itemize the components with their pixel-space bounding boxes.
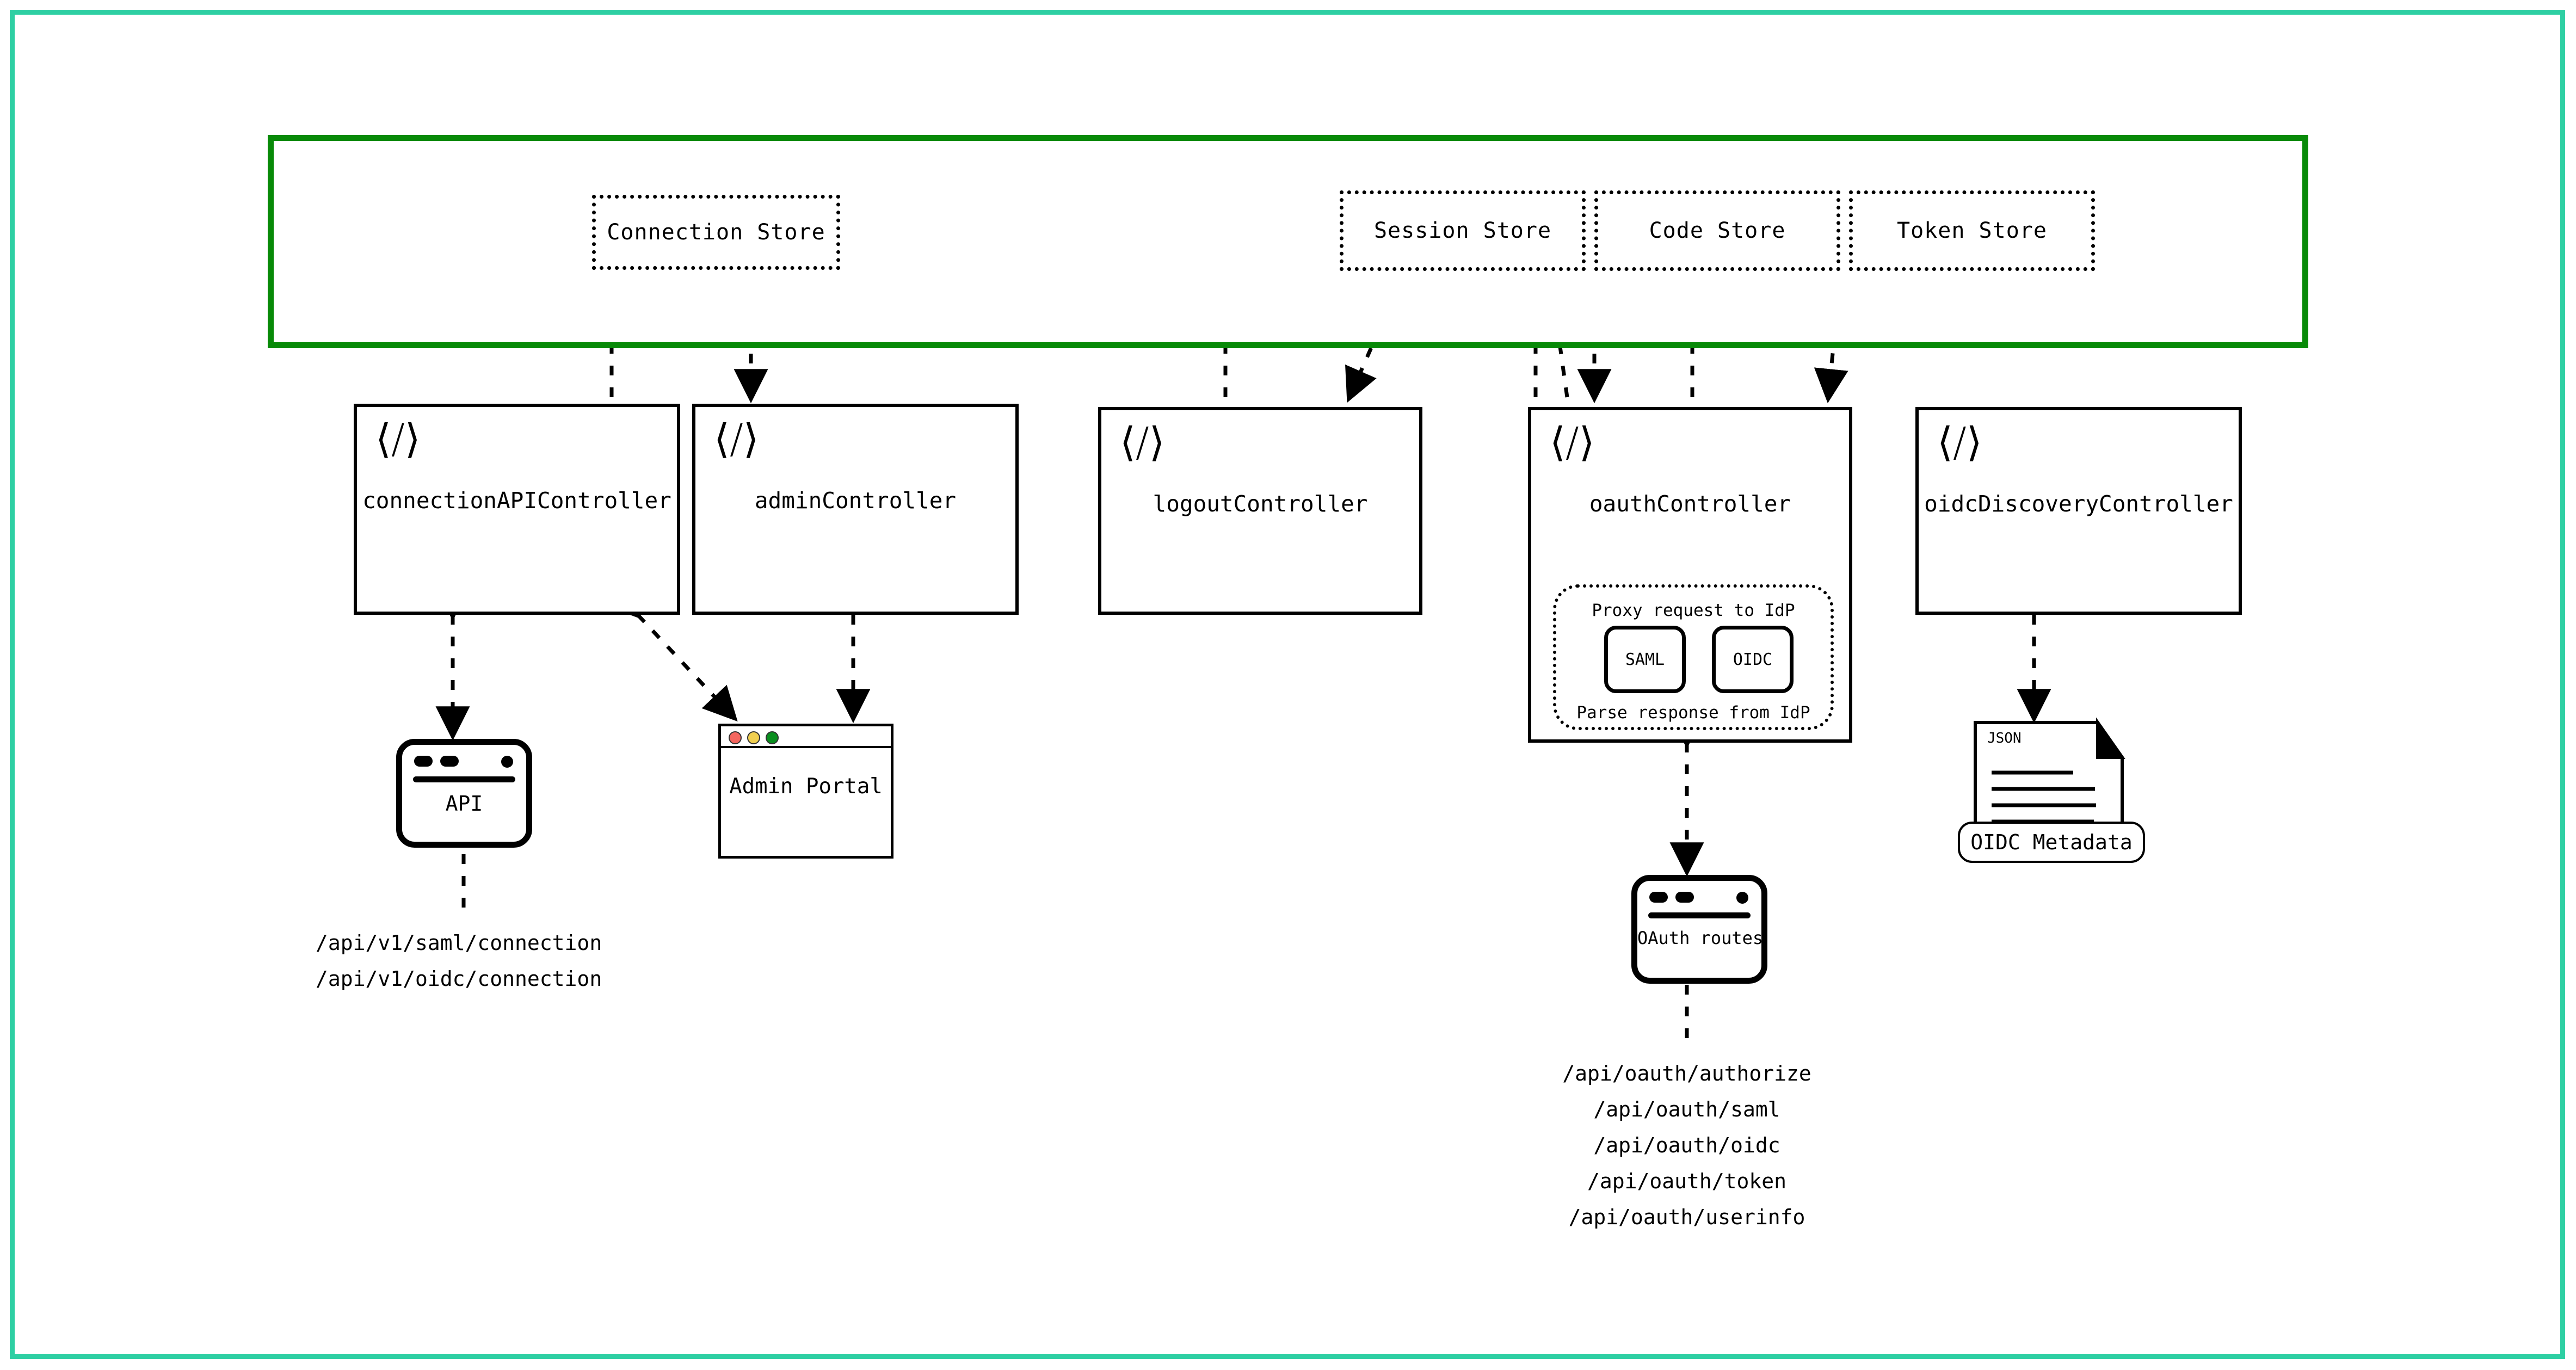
controller-label: oauthController xyxy=(1589,491,1791,517)
node-admin-portal[interactable]: Admin Portal xyxy=(718,724,893,859)
store-label: Session Store xyxy=(1373,218,1552,243)
doc-type-label: JSON xyxy=(1987,730,2022,746)
titlebar-pill-2 xyxy=(440,756,459,767)
controller-logout-controller[interactable]: ⟨/⟩ logoutController xyxy=(1098,407,1422,615)
titlebar-dot xyxy=(1736,892,1748,904)
controller-label: connectionAPIController xyxy=(362,487,671,514)
node-oauth-routes[interactable]: OAuth routes xyxy=(1631,875,1767,984)
store-box-connection-store[interactable]: Connection Store xyxy=(592,195,840,270)
window-titlebar xyxy=(721,726,891,748)
window-titlebar xyxy=(402,745,526,782)
controller-label: logoutController xyxy=(1153,491,1368,517)
controller-label: adminController xyxy=(754,487,957,514)
traffic-light-close xyxy=(729,731,742,744)
proxy-top-label: Proxy request to IdP xyxy=(1592,601,1795,620)
controller-label: oidcDiscoveryController xyxy=(1924,491,2233,517)
edge-tokenstore-to-oauth xyxy=(1814,288,1848,404)
endpoint-path: /api/v1/oidc/connection xyxy=(316,967,602,991)
endpoint-list-oauth: /api/oauth/authorize /api/oauth/saml /ap… xyxy=(1524,1056,1850,1235)
code-icon: ⟨/⟩ xyxy=(1120,419,1165,466)
titlebar-pill-1 xyxy=(414,756,433,767)
endpoint-path: /api/oauth/oidc xyxy=(1593,1133,1780,1157)
titlebar-divider xyxy=(1648,912,1751,918)
node-label: OAuth routes xyxy=(1637,928,1764,948)
code-icon: ⟨/⟩ xyxy=(375,416,421,462)
node-api[interactable]: API xyxy=(396,739,532,848)
controller-oidc-discovery-controller[interactable]: ⟨/⟩ oidcDiscoveryController xyxy=(1915,407,2242,615)
node-label: API xyxy=(445,792,483,816)
titlebar-divider xyxy=(413,776,515,782)
store-label: Token Store xyxy=(1897,218,2047,243)
endpoint-path: /api/oauth/token xyxy=(1587,1169,1787,1193)
controller-admin-controller[interactable]: ⟨/⟩ adminController xyxy=(692,404,1019,615)
window-titlebar xyxy=(1637,881,1761,918)
code-icon: ⟨/⟩ xyxy=(1550,419,1595,466)
endpoint-list-connection-api: /api/v1/saml/connection /api/v1/oidc/con… xyxy=(316,925,602,997)
edge-connapi-adminportal xyxy=(606,582,738,722)
store-box-code-store[interactable]: Code Store xyxy=(1594,190,1840,271)
controller-connection-api-controller[interactable]: ⟨/⟩ connectionAPIController xyxy=(354,404,680,615)
code-icon: ⟨/⟩ xyxy=(714,416,759,462)
outer-frame xyxy=(10,10,2565,1359)
endpoint-path: /api/oauth/userinfo xyxy=(1568,1205,1805,1229)
proxy-idp-block: Proxy request to IdP SAML OIDC Parse res… xyxy=(1553,584,1834,730)
store-label: Connection Store xyxy=(607,220,825,245)
endpoint-path: /api/v1/saml/connection xyxy=(316,931,602,955)
store-box-token-store[interactable]: Token Store xyxy=(1849,190,2095,271)
store-box-session-store[interactable]: Session Store xyxy=(1340,190,1586,271)
traffic-light-maximize xyxy=(766,731,779,744)
proxy-bottom-label: Parse response from IdP xyxy=(1576,703,1810,723)
traffic-light-minimize xyxy=(747,731,760,744)
titlebar-pill-1 xyxy=(1649,892,1668,903)
titlebar-pill-2 xyxy=(1675,892,1694,903)
controller-oauth-controller[interactable]: ⟨/⟩ oauthController Proxy request to IdP… xyxy=(1528,407,1852,743)
saml-button[interactable]: SAML xyxy=(1604,626,1686,693)
oidc-button[interactable]: OIDC xyxy=(1712,626,1794,693)
node-label: Admin Portal xyxy=(729,774,883,799)
oidc-metadata-label: OIDC Metadata xyxy=(1958,822,2145,863)
endpoint-path: /api/oauth/authorize xyxy=(1562,1062,1811,1085)
code-icon: ⟨/⟩ xyxy=(1937,419,1982,466)
titlebar-dot xyxy=(501,756,513,768)
endpoint-path: /api/oauth/saml xyxy=(1593,1097,1780,1121)
store-label: Code Store xyxy=(1649,218,1786,243)
